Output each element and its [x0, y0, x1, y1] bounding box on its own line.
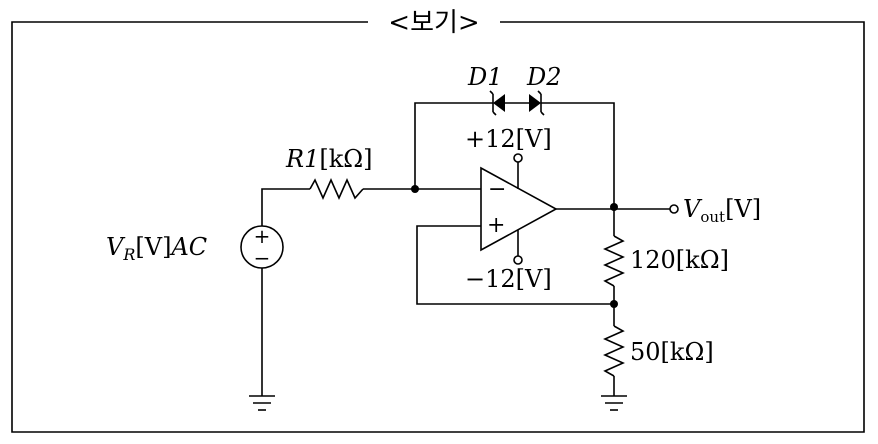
terminal-output	[669, 204, 679, 214]
d1-label: D1	[467, 63, 503, 91]
output-label: Vout[V]	[683, 195, 761, 226]
terminal-supply-pos	[513, 153, 523, 163]
output-label-unit: [V]	[725, 195, 761, 223]
diode-d1-wing-top	[489, 90, 494, 95]
r50-label: 50[kΩ]	[630, 338, 714, 366]
source-label-v: V	[106, 233, 126, 261]
wire-feedback-left	[414, 102, 493, 189]
wire-positive-feedback	[416, 225, 614, 305]
supply-pos-label: +12[V]	[465, 125, 552, 153]
resistor-120k	[603, 235, 625, 287]
diode-d2-wing-bottom	[540, 111, 545, 116]
diode-d1	[493, 94, 505, 112]
junction-dot	[610, 300, 618, 308]
diode-d2-wing-top	[537, 90, 542, 95]
r1-label: R1[kΩ]	[285, 145, 373, 173]
source-minus: −	[254, 246, 271, 270]
ground-symbol-right	[601, 395, 627, 411]
diode-d1-wing-bottom	[492, 111, 497, 116]
opamp-noninverting-sign: +	[487, 213, 505, 238]
ac-source	[240, 225, 284, 269]
source-label-unit: [V]	[135, 233, 171, 261]
source-plus: +	[254, 224, 271, 248]
resistor-50k	[603, 325, 625, 377]
terminal-supply-neg	[513, 255, 523, 265]
opamp-inverting-sign: −	[488, 177, 506, 202]
junction-dot	[411, 185, 419, 193]
d2-label: D2	[526, 63, 562, 91]
supply-neg-label: −12[V]	[465, 265, 552, 293]
resistor-r1	[309, 178, 364, 200]
junction-dot	[610, 203, 618, 211]
output-label-sub: out	[700, 208, 725, 226]
source-label: VR[V]AC	[106, 233, 207, 264]
r1-label-unit: [kΩ]	[319, 145, 372, 173]
wire-source-top	[261, 188, 310, 226]
output-label-v: V	[683, 195, 703, 223]
ground-symbol-left	[249, 395, 275, 411]
diode-d2	[529, 94, 541, 112]
source-label-r: R	[122, 245, 135, 264]
wire-feedback-right	[541, 102, 615, 207]
frame-border	[11, 21, 865, 433]
header-title: <보기>	[388, 8, 479, 38]
r120-label: 120[kΩ]	[630, 246, 729, 274]
r1-label-name: R1	[285, 145, 319, 173]
source-label-ac: AC	[169, 233, 207, 261]
